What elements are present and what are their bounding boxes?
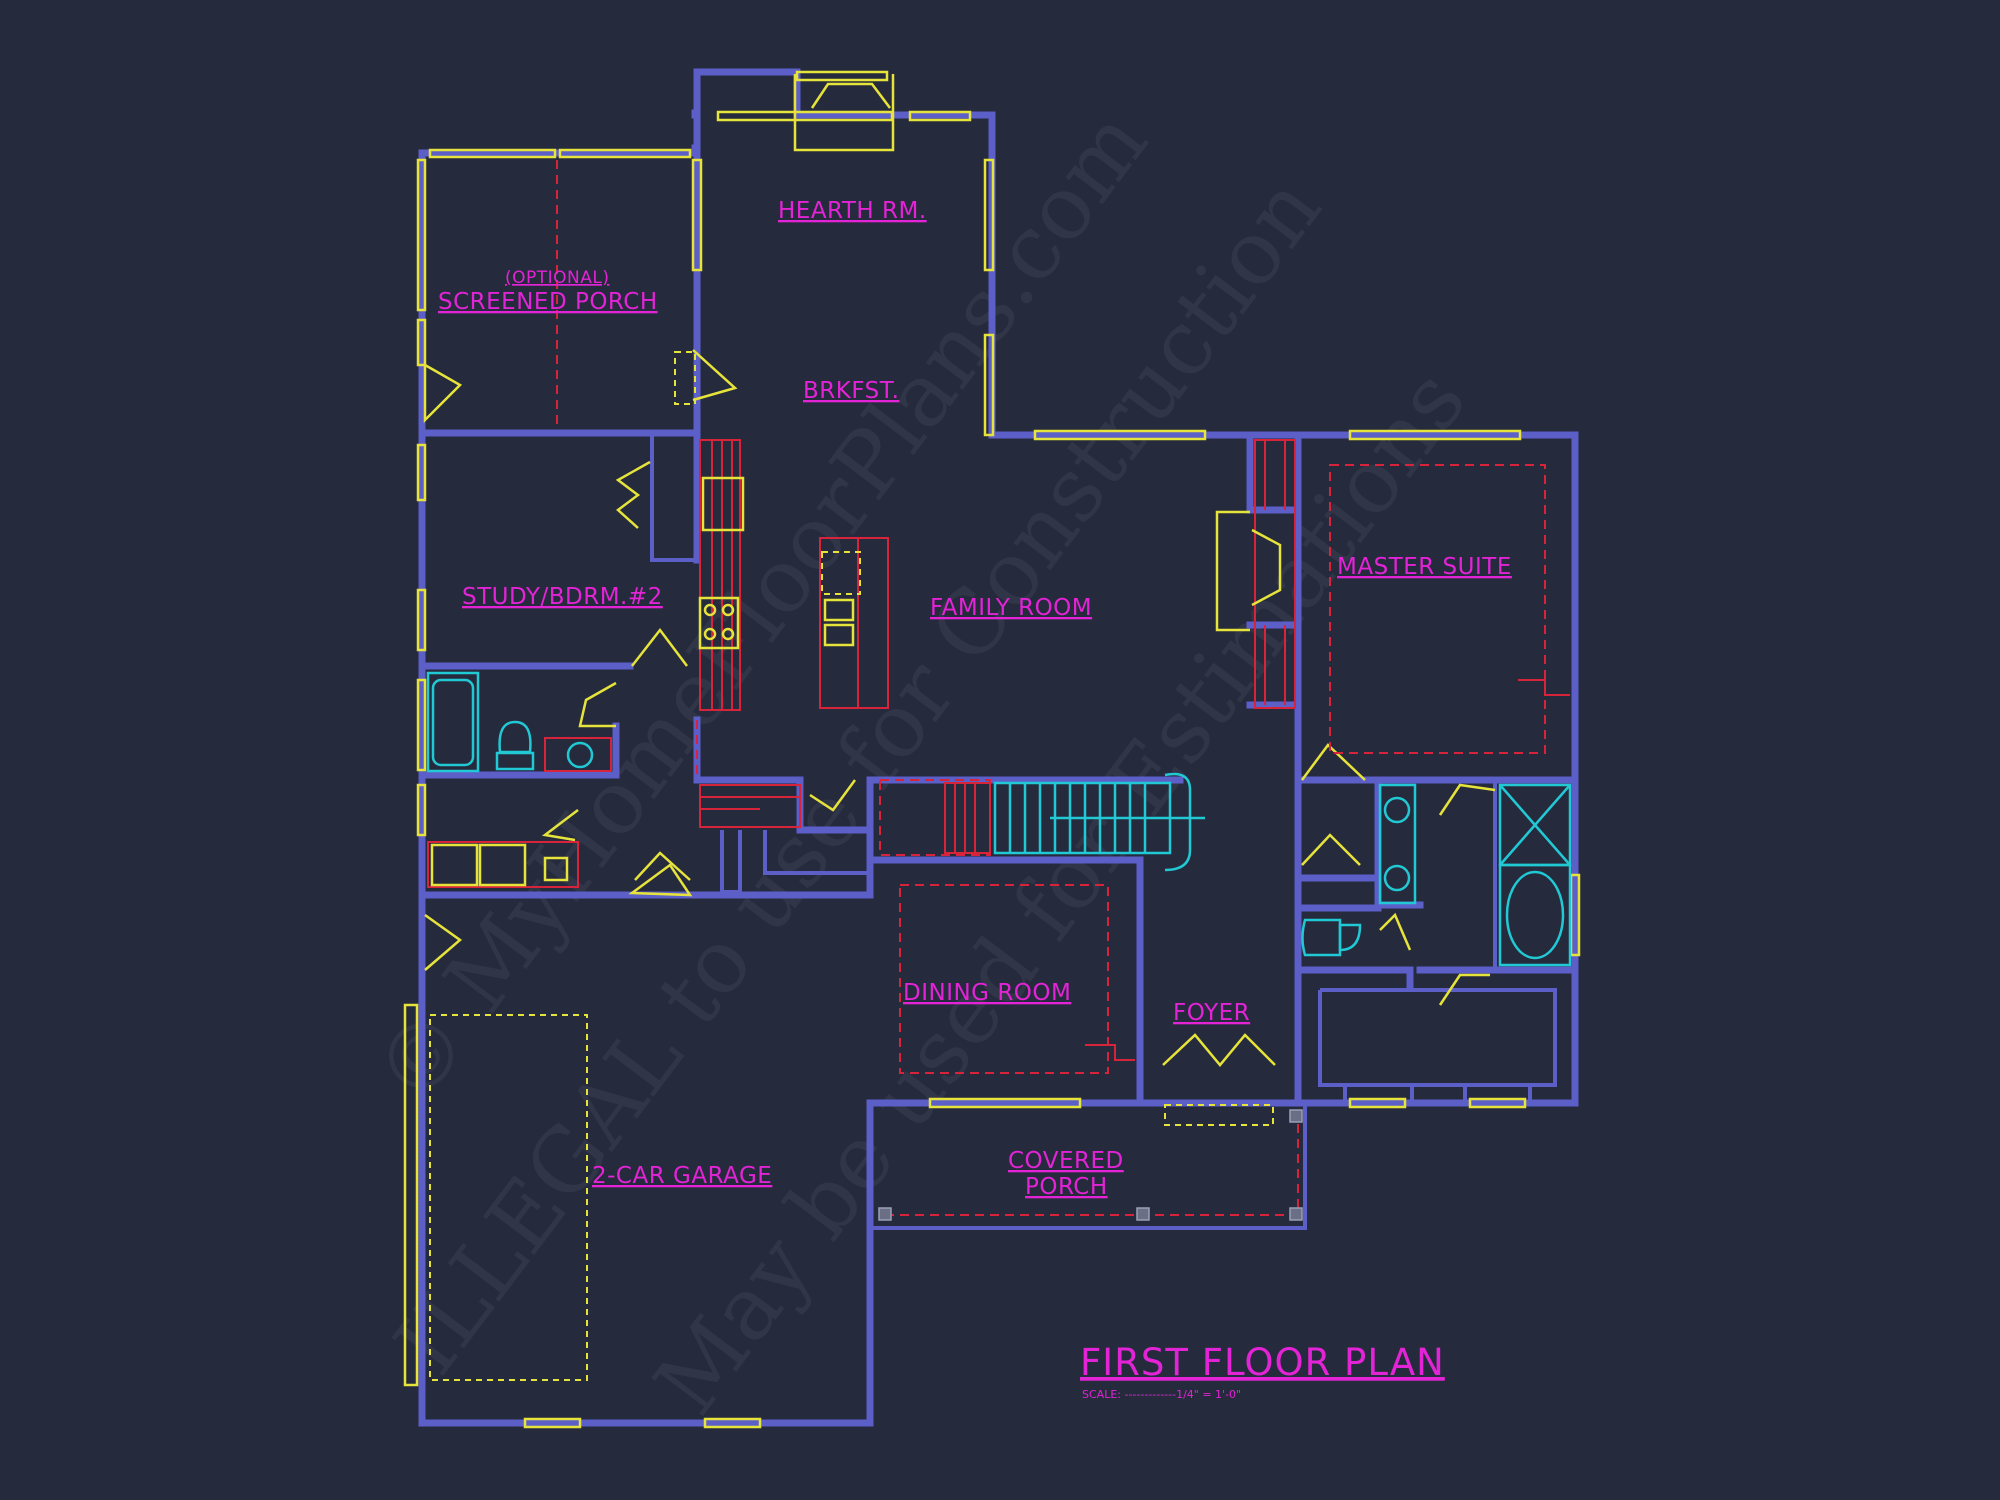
- garage-details: [429, 1014, 588, 1381]
- label-covered-porch-line2: PORCH: [1025, 1174, 1108, 1200]
- door-screened-porch: [423, 362, 463, 424]
- bath-fixtures: [426, 671, 1572, 967]
- windows: [403, 70, 1581, 1429]
- porch-posts: [878, 1109, 1303, 1221]
- room-labels: HEARTH RM. (OPTIONAL) SCREENED PORCH BRK…: [438, 198, 1512, 1200]
- label-foyer: FOYER: [1173, 1000, 1250, 1026]
- bathtub: [426, 671, 480, 773]
- cooktop: [698, 596, 740, 650]
- label-dining-room: DINING ROOM: [903, 980, 1071, 1006]
- kitchen-island: [819, 537, 889, 709]
- label-breakfast: BRKFST.: [803, 378, 899, 404]
- garage-car-outline: [429, 1014, 588, 1381]
- doors: [423, 349, 1496, 1126]
- label-garage: 2-CAR GARAGE: [592, 1163, 772, 1189]
- staircase: [993, 772, 1205, 872]
- plan-scale: SCALE: -------------1/4" = 1'-0": [1082, 1388, 1241, 1401]
- label-study-bedroom-2: STUDY/BDRM.#2: [462, 584, 663, 610]
- plan-title-block: FIRST FLOOR PLAN SCALE: -------------1/4…: [1080, 1341, 1445, 1401]
- soaking-tub: [1505, 870, 1565, 960]
- kitchen-sink: [701, 476, 745, 532]
- master-toilet: [1301, 918, 1342, 957]
- label-family-room: FAMILY ROOM: [930, 595, 1092, 621]
- toilet: [498, 720, 532, 754]
- interior-walls: [418, 429, 1579, 1230]
- label-hearth-room: HEARTH RM.: [778, 198, 927, 224]
- kitchen-cabinets: [427, 160, 1570, 1216]
- label-covered-porch-line1: COVERED: [1008, 1148, 1124, 1174]
- label-screened-porch: SCREENED PORCH: [438, 289, 658, 315]
- plan-title: FIRST FLOOR PLAN: [1080, 1341, 1445, 1384]
- label-master-suite: MASTER SUITE: [1337, 554, 1512, 580]
- label-optional: (OPTIONAL): [505, 268, 610, 288]
